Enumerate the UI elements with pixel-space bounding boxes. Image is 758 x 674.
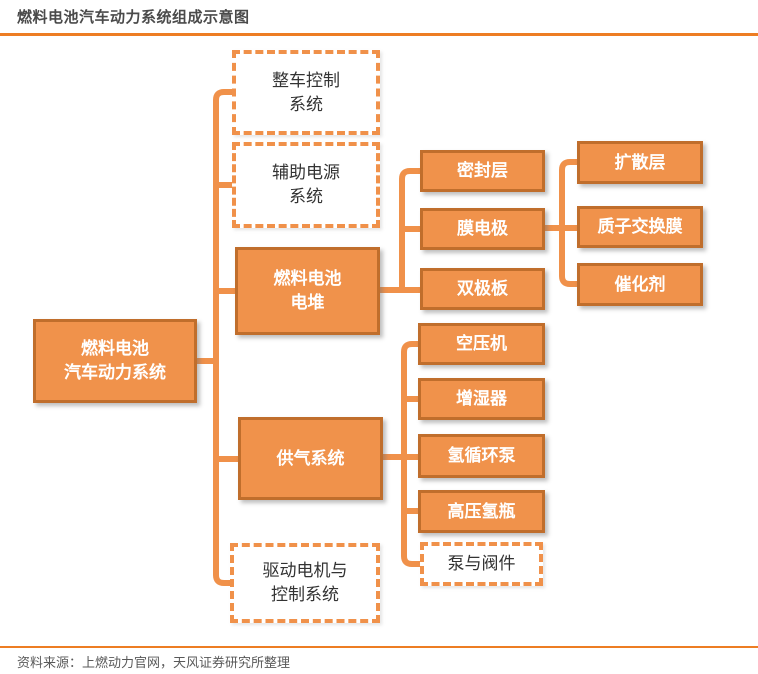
node-vehicle-control-system: 整车控制 系统	[232, 50, 380, 135]
node-seal-layer: 密封层	[420, 150, 545, 192]
figure-title: 燃料电池汽车动力系统组成示意图	[17, 9, 250, 26]
connector-stack-children	[380, 168, 420, 293]
connector-root-branches	[197, 89, 238, 586]
node-pumps-and-valves: 泵与阀件	[420, 542, 543, 586]
node-catalyst: 催化剂	[577, 263, 703, 306]
node-diffusion-layer: 扩散层	[577, 141, 703, 184]
node-gas-supply-system: 供气系统	[238, 417, 383, 500]
node-humidifier: 增湿器	[418, 378, 545, 420]
node-membrane-electrode: 膜电极	[420, 208, 545, 250]
node-proton-exchange-membrane: 质子交换膜	[577, 206, 703, 248]
node-high-pressure-hydrogen-tank: 高压氢瓶	[418, 490, 545, 533]
node-air-compressor: 空压机	[418, 323, 545, 365]
node-bipolar-plate: 双极板	[420, 268, 545, 310]
node-drive-motor-control-system: 驱动电机与 控制系统	[230, 543, 380, 623]
source-note: 资料来源：上燃动力官网，天风证券研究所整理	[17, 655, 291, 670]
footer-rule	[0, 646, 758, 648]
connector-airsupply-children	[383, 341, 420, 567]
node-hydrogen-circulation-pump: 氢循环泵	[418, 434, 545, 478]
title-rule	[0, 33, 758, 36]
node-auxiliary-power-system: 辅助电源 系统	[232, 142, 380, 228]
node-fuel-cell-stack: 燃料电池 电堆	[235, 247, 380, 335]
connector-mea-children	[545, 159, 577, 287]
node-fuel-cell-power-system: 燃料电池 汽车动力系统	[33, 319, 197, 403]
